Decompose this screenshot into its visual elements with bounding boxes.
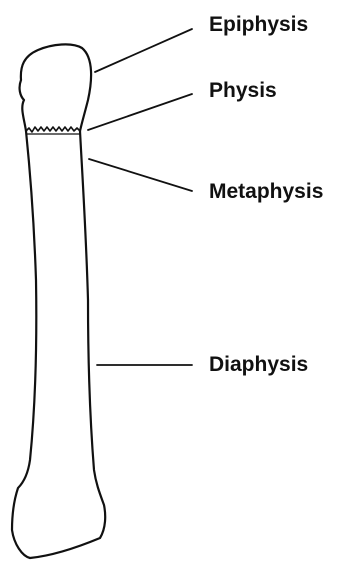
epiphysis-leader [95, 29, 192, 72]
physis-line [26, 127, 80, 132]
epiphysis-label: Epiphysis [209, 13, 308, 36]
metaphysis-leader [89, 159, 192, 191]
long-bone [12, 44, 105, 558]
diaphysis-label: Diaphysis [209, 353, 308, 376]
physis-label: Physis [209, 79, 277, 102]
physis-leader [88, 94, 192, 130]
metaphysis-label: Metaphysis [209, 180, 323, 203]
leader-lines [88, 29, 192, 365]
shaft-left-edge [12, 131, 105, 558]
epiphysis-outline [20, 44, 92, 131]
